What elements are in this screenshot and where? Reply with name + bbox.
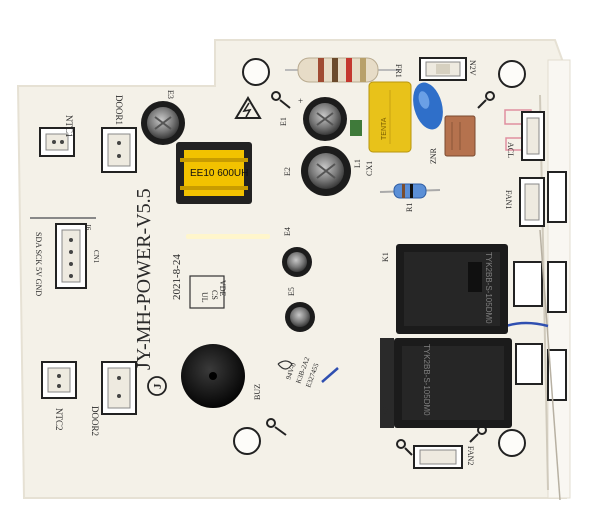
door2-connector	[101, 361, 137, 415]
label-r1: R1	[405, 203, 414, 212]
label-cn1: CN1	[92, 250, 100, 264]
label-ntc1: NTC1	[64, 115, 74, 138]
fuse-resistor-fr1	[285, 57, 400, 83]
ntc1-connector	[39, 127, 75, 157]
fan1-connector	[519, 177, 545, 227]
label-cx1: CX1	[365, 161, 374, 176]
component-green	[350, 120, 362, 136]
relay-k2-text: TYK2BB-S-105DM0	[422, 344, 431, 416]
cx1-marking: TENTA	[381, 117, 388, 140]
right-terminal-block	[513, 171, 567, 401]
label-fan1: FAN1	[504, 190, 513, 209]
component-brown	[444, 115, 476, 157]
label-e5: E5	[287, 287, 296, 296]
cert-ul: UL	[200, 292, 209, 303]
label-k2: K2	[381, 406, 390, 416]
buzzer	[181, 344, 245, 408]
blue-wire	[505, 321, 549, 328]
board-model: JY-MH-POWER-V5.5	[133, 188, 155, 370]
relay-k1	[396, 244, 508, 334]
n2v-connector	[419, 57, 467, 81]
varistor-znr	[413, 82, 443, 130]
label-znr: ZNR	[429, 147, 438, 164]
label-ntc2: NTC2	[54, 408, 64, 431]
cert-vde: VDE	[218, 280, 227, 297]
relay-k1-text: TYK2BB-S-105DM0	[484, 252, 493, 324]
fan2-connector	[413, 445, 463, 469]
resistor-r1	[379, 183, 441, 199]
light-reflection	[186, 234, 270, 239]
capacitor-e3	[141, 101, 185, 145]
x-capacitor-cx1	[368, 81, 412, 153]
ul-mark	[277, 360, 339, 383]
label-fan2: FAN2	[466, 446, 475, 465]
label-e2: E2	[283, 167, 292, 176]
label-e3: E3	[166, 90, 175, 99]
inductor-ee10	[176, 142, 252, 204]
label-pin-header: SDA SCK 5V GND	[34, 232, 43, 296]
relay-k2	[380, 338, 512, 428]
label-n2v: N2V	[468, 60, 477, 76]
mounting-holes	[233, 58, 526, 457]
label-j6: J6	[84, 224, 92, 231]
label-k1: K1	[381, 252, 390, 262]
label-l1: L1	[353, 159, 362, 168]
inductor-label: EE10 600UH	[190, 168, 248, 179]
capacitor-e2	[301, 146, 351, 196]
label-buz: BUZ	[253, 384, 262, 400]
label-acl: ACL	[506, 142, 515, 158]
cert-cs: CS	[210, 290, 219, 300]
warning-triangle-icon	[234, 96, 262, 119]
capacitor-e4	[282, 247, 312, 277]
cn1-header	[30, 217, 96, 289]
capacitor-e1	[303, 97, 347, 141]
board-date: 2021-8-24	[171, 254, 183, 300]
label-e4: E4	[283, 227, 292, 236]
ntc2-connector	[41, 361, 77, 399]
label-e1: E1	[279, 117, 288, 126]
door1-connector	[101, 127, 137, 173]
capacitor-e5	[285, 302, 315, 332]
label-door2: DOOR2	[90, 406, 100, 436]
logo-circle	[147, 376, 167, 396]
acl-terminal	[521, 111, 545, 161]
label-fr1: FR1	[394, 64, 403, 78]
logo-letter: J	[152, 383, 164, 389]
label-door1: DOOR1	[114, 95, 124, 125]
wire	[539, 229, 561, 501]
cert-box	[189, 275, 225, 309]
label-e1-plus: +	[298, 96, 303, 106]
